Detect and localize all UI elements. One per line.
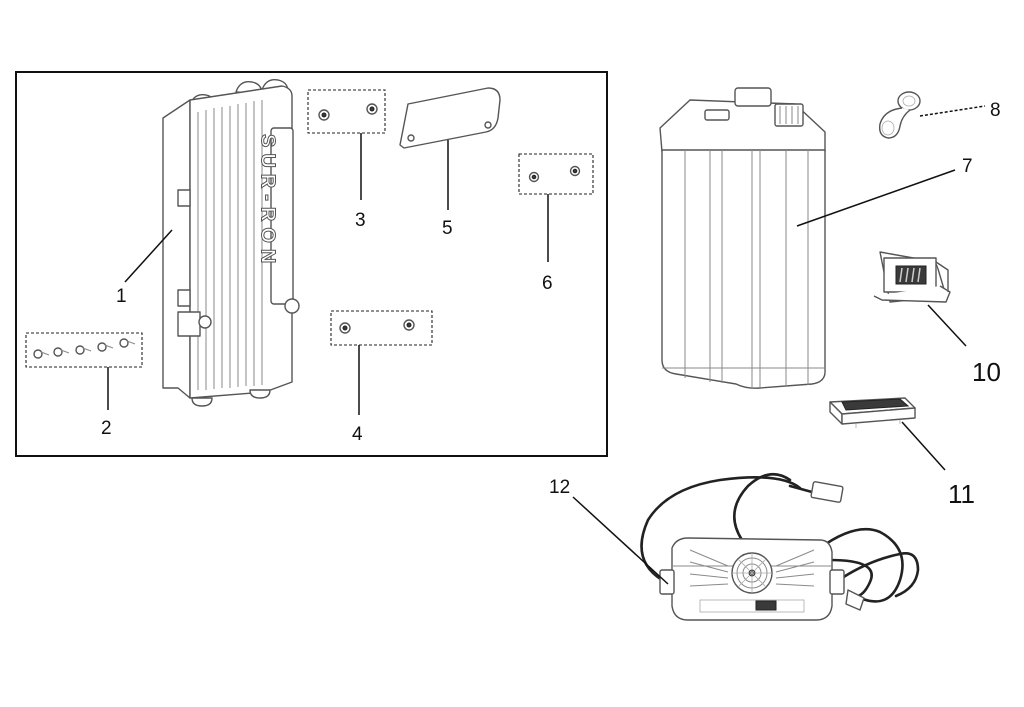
leader-10 <box>572 496 669 585</box>
charger-10 <box>640 472 920 621</box>
callout-12: 10 <box>972 357 1001 387</box>
callout-1: 1 <box>116 286 127 307</box>
leader-11 <box>901 421 946 471</box>
callout-4: 4 <box>352 424 363 445</box>
display-bracket-12 <box>873 251 951 303</box>
leader-12 <box>927 304 967 347</box>
battery-pack <box>659 87 826 389</box>
callout-7: 8 <box>990 100 1001 121</box>
screw-pair-4 <box>330 310 433 346</box>
leader-1 <box>124 229 173 283</box>
rubber-plug-7 <box>878 91 921 139</box>
leader-7 <box>919 105 986 117</box>
callout-10: 12 <box>549 477 570 498</box>
group-frame <box>15 71 608 457</box>
cover-plate-5 <box>399 87 501 149</box>
callout-2: 2 <box>101 418 112 439</box>
pad-block-11 <box>829 397 916 428</box>
leader-8 <box>796 169 956 227</box>
bolt-set-2 <box>25 332 143 368</box>
screw-pair-6 <box>518 153 594 195</box>
brand-text: SUR-RON <box>256 134 278 269</box>
controller-housing: SUR-RON <box>162 79 300 407</box>
callout-3: 3 <box>355 210 366 231</box>
callout-11: 11 <box>948 479 975 509</box>
screw-pair-3 <box>307 89 386 134</box>
callout-5: 5 <box>442 218 453 239</box>
callout-8: 7 <box>962 156 973 177</box>
callout-6: 6 <box>542 273 553 294</box>
